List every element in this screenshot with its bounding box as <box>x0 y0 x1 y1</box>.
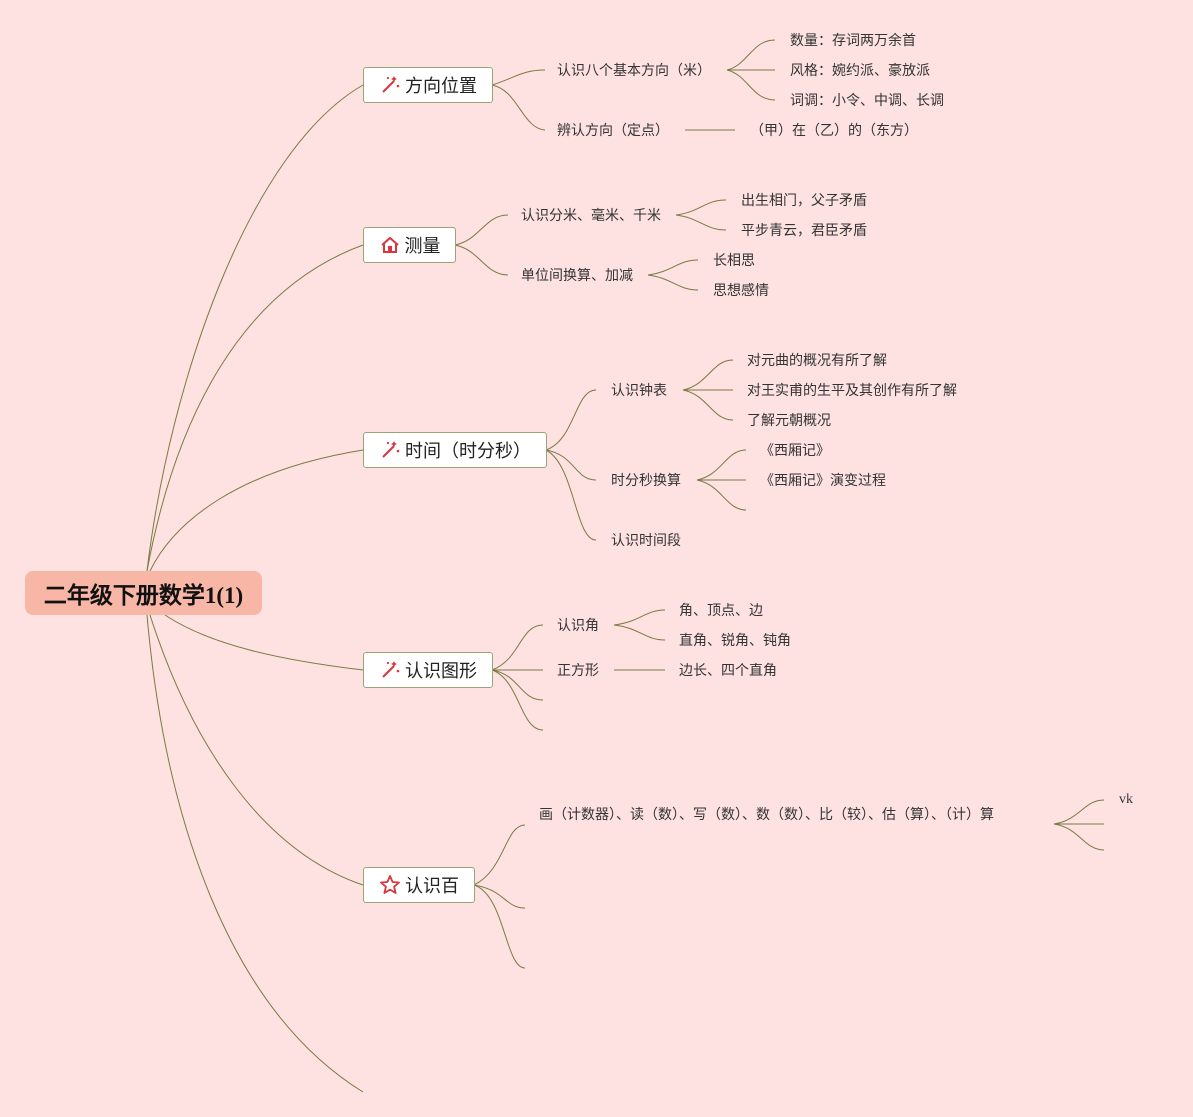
connector-meas-a-1 <box>675 199 727 216</box>
subtopic-measure-b[interactable]: 单位间换算、加减 <box>521 268 633 284</box>
connector-meas-b-1 <box>647 259 699 276</box>
connector-measure-b <box>454 244 509 276</box>
subtopic-measure-a[interactable]: 认识分米、毫米、千米 <box>521 208 661 224</box>
subtopic-direction-a[interactable]: 认识八个基本方向（米） <box>557 63 711 79</box>
branch-label: 测量 <box>404 236 441 257</box>
star-icon <box>379 874 401 896</box>
connector-time-b <box>545 449 597 481</box>
connector-direction-a <box>491 69 546 86</box>
connector-shape-d <box>491 669 544 731</box>
leaf-shapes-b-1[interactable]: 边长、四个直角 <box>679 663 777 679</box>
leaf-measure-b-1[interactable]: 长相思 <box>713 253 755 269</box>
branch-label: 认识百 <box>405 876 459 897</box>
house-icon <box>379 234 401 256</box>
branch-measure[interactable]: 测量 <box>363 227 456 263</box>
connector-hundred-a-1 <box>1053 799 1105 825</box>
connector-hundred-b <box>473 884 526 909</box>
connector-hundred-c <box>473 884 526 969</box>
subtopic-time-a[interactable]: 认识钟表 <box>611 383 667 399</box>
magic-wand-icon <box>379 74 401 96</box>
connector-time-a-3 <box>682 389 734 421</box>
connector-hundred-a-3 <box>1053 823 1105 851</box>
connector-hundred-a <box>473 824 526 886</box>
connector-root-measure <box>146 244 364 572</box>
connector-root-direction <box>146 84 364 572</box>
connector-root-hundred <box>149 614 364 886</box>
leaf-time-a-1[interactable]: 对元曲的概况有所了解 <box>747 353 887 369</box>
branch-shapes[interactable]: 认识图形 <box>363 652 493 688</box>
leaf-time-a-2[interactable]: 对王实甫的生平及其创作有所了解 <box>747 383 957 399</box>
connector-measure-a <box>454 214 509 246</box>
connector-dir-a-1 <box>726 39 776 71</box>
leaf-direction-a-1[interactable]: 数量：存词两万余首 <box>790 33 916 49</box>
root-topic[interactable]: 二年级下册数学1(1) <box>25 571 262 615</box>
subtopic-shapes-a[interactable]: 认识角 <box>557 618 599 634</box>
connector-shape-a <box>491 624 544 671</box>
leaf-measure-a-1[interactable]: 出生相门，父子矛盾 <box>741 193 867 209</box>
connector-time-a-1 <box>682 359 734 391</box>
connector-root-time <box>149 449 364 572</box>
branch-label: 认识图形 <box>405 661 477 682</box>
branch-time[interactable]: 时间（时分秒） <box>363 432 547 468</box>
subtopic-time-b[interactable]: 时分秒换算 <box>611 473 681 489</box>
branch-label: 方向位置 <box>405 76 477 97</box>
connector-meas-a-2 <box>675 214 727 231</box>
leaf-time-a-3[interactable]: 了解元朝概况 <box>747 413 831 429</box>
leaf-direction-b-1[interactable]: （甲）在（乙）的（东方） <box>750 123 918 139</box>
leaf-shapes-a-1[interactable]: 角、顶点、边 <box>679 603 763 619</box>
leaf-measure-b-2[interactable]: 思想感情 <box>713 283 769 299</box>
leaf-direction-a-3[interactable]: 词调：小令、中调、长调 <box>790 93 944 109</box>
connector-time-a <box>545 389 597 451</box>
magic-wand-icon <box>379 439 401 461</box>
connector-time-b-3 <box>696 479 747 511</box>
branch-label: 时间（时分秒） <box>405 441 531 462</box>
connector-dir-a-3 <box>726 69 776 101</box>
subtopic-hundred-a[interactable]: 画（计数器）、读（数）、写（数）、数（数）、比（较）、估（算）、（计）算 <box>539 807 994 823</box>
connector-time-c <box>545 449 597 541</box>
connector-direction-b <box>491 84 546 131</box>
connector-root-extra <box>146 614 364 1093</box>
leaf-measure-a-2[interactable]: 平步青云，君臣矛盾 <box>741 223 867 239</box>
leaf-direction-a-2[interactable]: 风格：婉约派、豪放派 <box>790 63 930 79</box>
connector-time-b-1 <box>696 449 747 481</box>
connector-shape-c <box>491 669 544 701</box>
leaf-time-b-1[interactable]: 《西厢记》 <box>760 443 830 459</box>
connector-meas-b-2 <box>647 274 699 291</box>
connector-shape-a-1 <box>613 609 666 626</box>
subtopic-time-c[interactable]: 认识时间段 <box>611 533 681 549</box>
connector-root-shapes <box>164 614 364 671</box>
subtopic-shapes-b[interactable]: 正方形 <box>557 663 599 679</box>
branch-direction[interactable]: 方向位置 <box>363 67 493 103</box>
branch-hundred[interactable]: 认识百 <box>363 867 475 903</box>
leaf-shapes-a-2[interactable]: 直角、锐角、钝角 <box>679 633 791 649</box>
leaf-time-b-2[interactable]: 《西厢记》演变过程 <box>760 473 886 489</box>
magic-wand-icon <box>379 659 401 681</box>
connector-shape-a-2 <box>613 624 666 641</box>
subtopic-direction-b[interactable]: 辨认方向（定点） <box>557 123 669 139</box>
leaf-hundred-a-1[interactable]: vk <box>1119 792 1133 807</box>
